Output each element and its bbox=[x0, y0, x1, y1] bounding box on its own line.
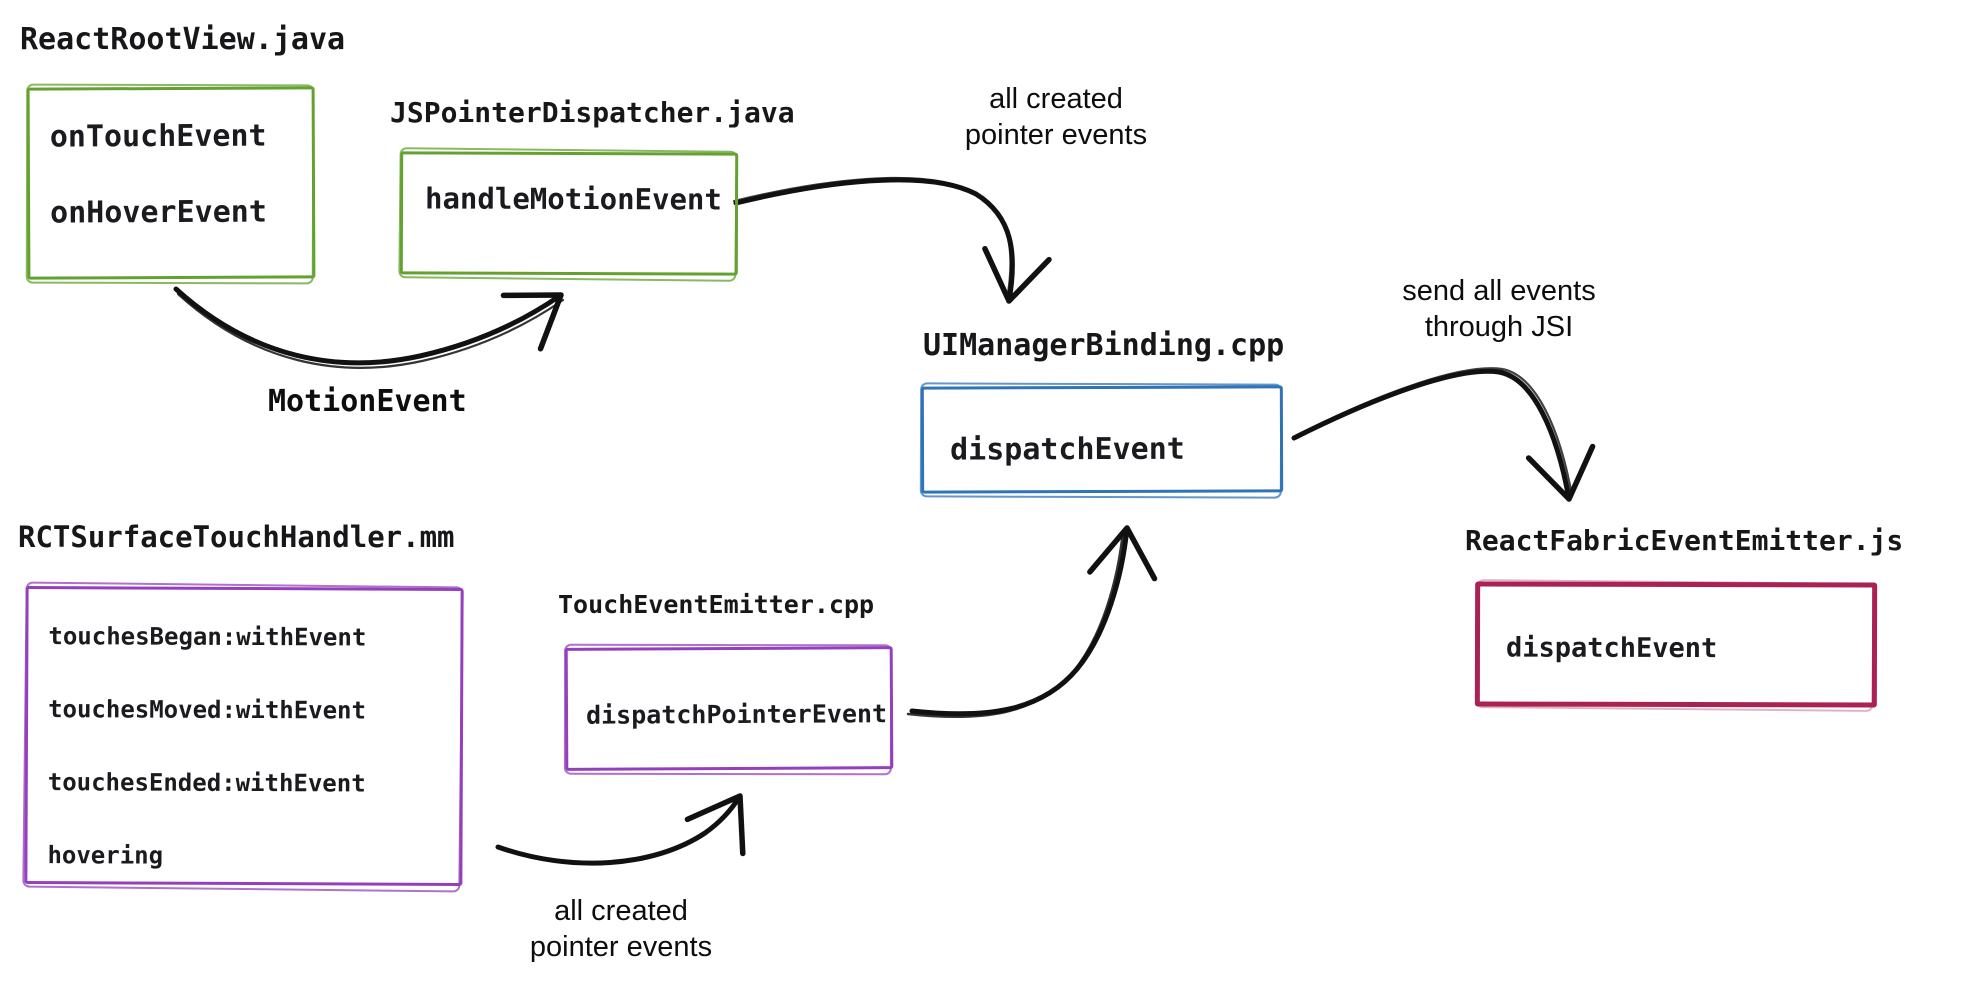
edge-label-line: pointer events bbox=[529, 930, 713, 963]
edge-label-line: all created bbox=[554, 895, 688, 927]
method-dispatch-pointer-event: dispatchPointerEvent bbox=[585, 699, 888, 730]
file-title-react-fabric-event-emitter: ReactFabricEventEmitter.js bbox=[1465, 524, 1904, 557]
edge-label-line: through JSI bbox=[1424, 310, 1574, 343]
method-touches-began: touchesBegan:withEvent bbox=[48, 622, 367, 652]
node-box-ui-manager-binding: dispatchEvent bbox=[920, 385, 1284, 494]
method-dispatch-event-js: dispatchEvent bbox=[1505, 632, 1718, 665]
method-on-hover-event: onHoverEvent bbox=[50, 194, 267, 231]
edge-label-line: send all events bbox=[1402, 275, 1596, 307]
edge-label-line: all created bbox=[989, 83, 1123, 115]
file-title-rct-surface-touch-handler: RCTSurfaceTouchHandler.mm bbox=[18, 520, 455, 554]
edge-label-all-created-pointer-events-top: all created pointer events bbox=[945, 82, 1167, 154]
file-title-touch-event-emitter: TouchEventEmitter.cpp bbox=[558, 590, 875, 619]
file-title-react-root-view: ReactRootView.java bbox=[20, 22, 346, 57]
method-touches-moved: touchesMoved:withEvent bbox=[48, 695, 367, 725]
arrow-rct-surface-touch-handler-to-touch-event-emitter bbox=[495, 793, 746, 866]
arrow-js-pointer-dispatcher-to-ui-manager-binding bbox=[733, 176, 1052, 304]
node-box-touch-event-emitter: dispatchPointerEvent bbox=[564, 646, 894, 771]
edge-label-motion-event: MotionEvent bbox=[268, 384, 467, 419]
method-dispatch-event: dispatchEvent bbox=[949, 431, 1185, 468]
method-touches-ended: touchesEnded:withEvent bbox=[47, 768, 366, 798]
node-box-rct-surface-touch-handler: touchesBegan:withEvent touchesMoved:with… bbox=[24, 586, 464, 886]
arrow-ui-manager-binding-to-react-fabric-event-emitter bbox=[1291, 367, 1596, 502]
arrow-touch-event-emitter-to-ui-manager-binding bbox=[906, 525, 1158, 719]
edge-label-all-created-pointer-events-bottom: all created pointer events bbox=[510, 894, 732, 966]
method-handle-motion-event: handleMotionEvent bbox=[424, 181, 722, 217]
node-box-js-pointer-dispatcher: handleMotionEvent bbox=[399, 151, 739, 276]
method-on-touch-event: onTouchEvent bbox=[49, 118, 267, 155]
edge-label-send-all-events-through-jsi: send all events through JSI bbox=[1385, 274, 1613, 346]
edge-label-line: pointer events bbox=[964, 118, 1148, 151]
file-title-ui-manager-binding: UIManagerBinding.cpp bbox=[923, 328, 1285, 363]
method-hovering: hovering bbox=[47, 841, 164, 870]
file-title-js-pointer-dispatcher: JSPointerDispatcher.java bbox=[390, 96, 795, 129]
node-box-react-root-view: onTouchEvent onHoverEvent bbox=[26, 86, 316, 280]
arrow-react-root-view-to-js-pointer-dispatcher bbox=[173, 286, 565, 369]
node-box-react-fabric-event-emitter: dispatchEvent bbox=[1474, 581, 1878, 708]
